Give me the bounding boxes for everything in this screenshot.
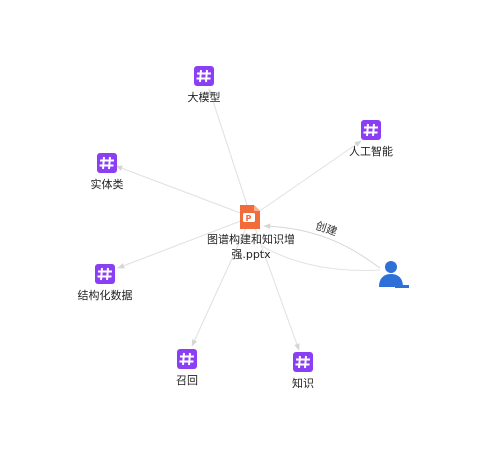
tag-node-damoxing[interactable]: 大模型 [188,66,221,104]
hashtag-icon [95,264,115,284]
user-icon [379,261,409,288]
tag-node-shitilei[interactable]: 实体类 [91,153,124,191]
svg-text:P: P [246,214,252,223]
tag-label-zhishi: 知识 [292,376,314,390]
edge-create-return-path [261,245,381,271]
hashtag-icon [293,352,313,372]
ppt-file-icon: P [240,205,260,229]
edge-create-path [263,223,381,269]
edge-to-rengongzhineng [250,140,362,218]
edge-to-damoxing [208,88,252,218]
edge-user-to-file: 创建 [261,218,381,271]
tag-label-zhaohui: 召回 [176,374,198,387]
edge-to-zhaohui [191,216,252,347]
hashtag-icon [97,153,117,173]
file-label-line1: 图谱构建和知识增 [207,232,295,246]
tag-label-shitilei: 实体类 [91,177,124,191]
edge-to-shitilei [115,165,252,218]
edge-to-zhishi [250,216,300,351]
edge-to-jiegouhuashuju [117,216,252,269]
file-node[interactable]: P 图谱构建和知识增 强.pptx [207,205,295,261]
hashtag-icon [194,66,214,86]
edge-create-label: 创建 [314,218,339,238]
graph-edges [115,88,362,351]
tag-node-rengongzhineng[interactable]: 人工智能 [349,120,393,158]
tag-label-rengongzhineng: 人工智能 [349,144,393,158]
user-node[interactable] [379,261,409,288]
hashtag-icon [361,120,381,140]
hashtag-icon [177,349,197,369]
file-label-line2: 强.pptx [231,248,271,261]
tag-label-damoxing: 大模型 [188,90,221,104]
tag-node-zhishi[interactable]: 知识 [292,352,314,390]
tag-node-zhaohui[interactable]: 召回 [176,349,198,387]
tag-node-jiegouhuashuju[interactable]: 结构化数据 [78,264,133,302]
tag-label-jiegouhuashuju: 结构化数据 [78,288,133,302]
